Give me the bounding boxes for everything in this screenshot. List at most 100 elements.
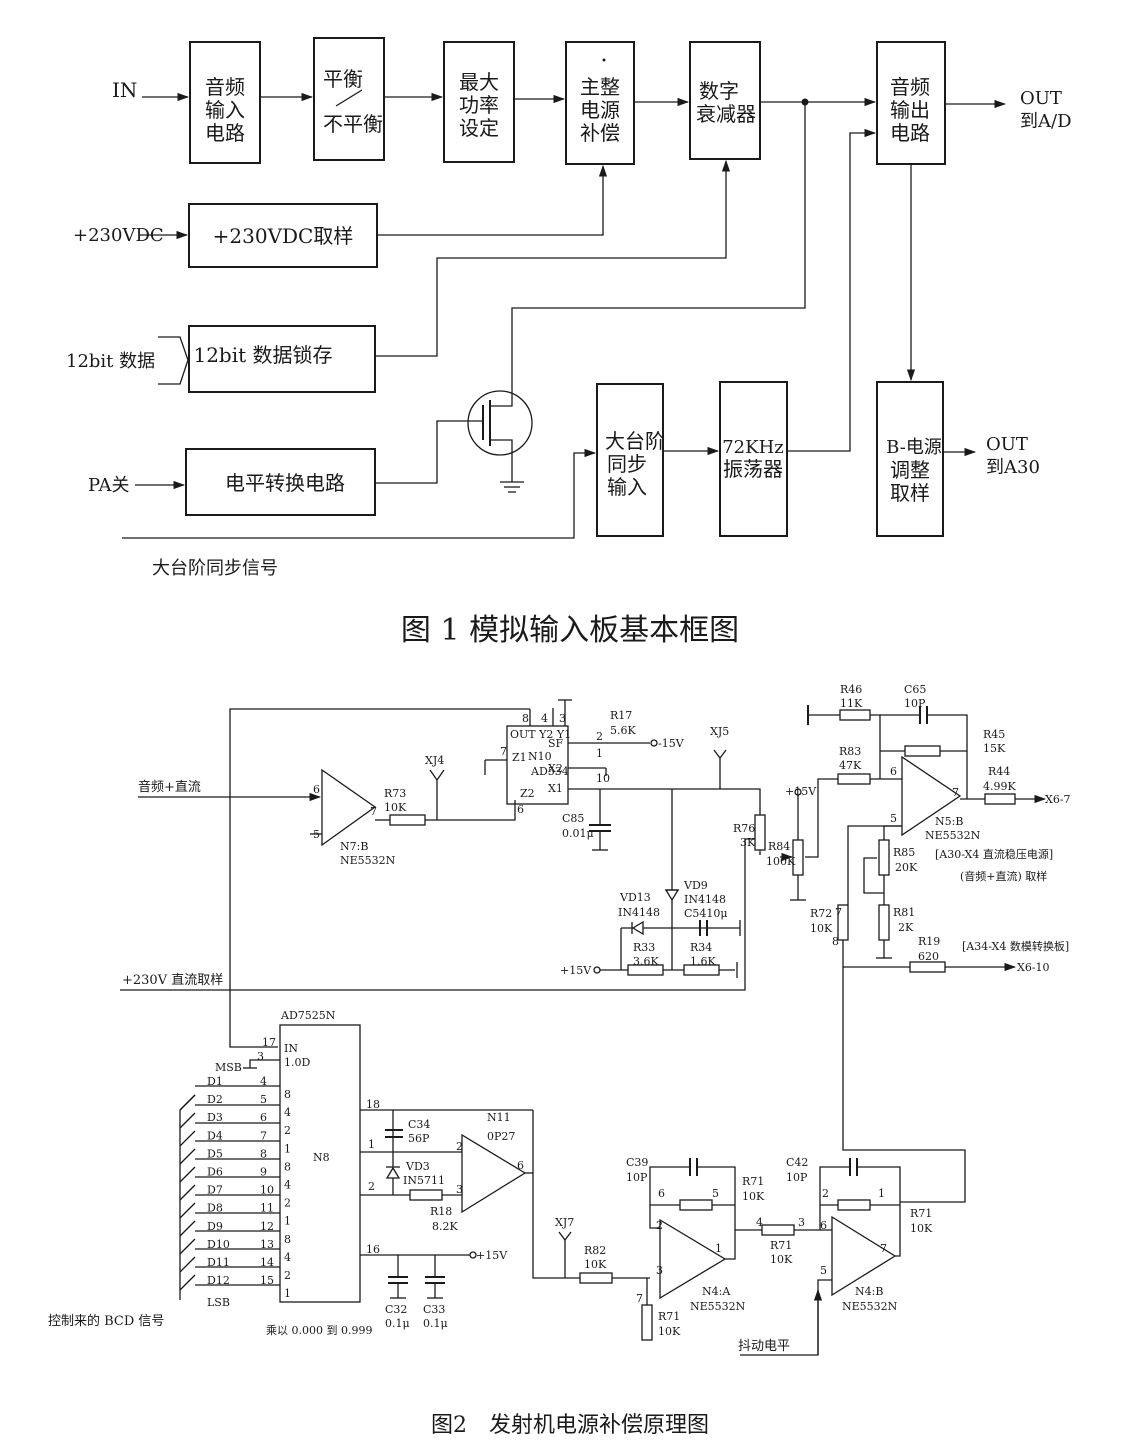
pin-number: 7 xyxy=(500,745,507,758)
resistor-r76 xyxy=(754,814,766,851)
r84-val: 100K xyxy=(766,855,796,868)
audio-in-line2: 输入 xyxy=(205,98,245,122)
pin-number: 4 xyxy=(756,1216,763,1229)
pin-number: 1 xyxy=(715,1242,722,1255)
bcd-line-label: D6 xyxy=(207,1166,223,1179)
n4b-ref: N4:B xyxy=(855,1285,883,1298)
block-digital-attenuator xyxy=(689,41,761,160)
b-psu-line3: 取样 xyxy=(890,481,930,505)
resistor-r44 xyxy=(984,793,1016,805)
resistor-r45 xyxy=(904,745,941,757)
bcd-label: 控制来的 BCD 信号 xyxy=(48,1313,164,1329)
r19-val: 620 xyxy=(918,950,939,963)
r17-val: 5.6K xyxy=(610,724,636,737)
c32-val: 0.1μ xyxy=(385,1317,410,1330)
r19-ref: R19 xyxy=(918,935,940,948)
pin-number: 1 xyxy=(878,1187,885,1200)
r71c-val: 10K xyxy=(770,1253,793,1266)
dac-pin-10d: 1.0D xyxy=(284,1056,310,1069)
bcd-pin-number: 12 xyxy=(260,1220,274,1233)
c34-ref: C34 xyxy=(408,1118,430,1131)
mult-z1: Z1 xyxy=(512,751,527,764)
note-a30: [A30-X4 直流稳压电源] xyxy=(935,847,1053,861)
dither-level: 抖动电平 xyxy=(738,1339,790,1354)
bcd-bit-weight: 2 xyxy=(284,1197,291,1210)
resistor-r71-ground xyxy=(641,1304,653,1341)
dac-chip-ad7525n xyxy=(279,1024,361,1303)
potentiometer-r85 xyxy=(878,839,890,876)
bcd-pin-number: 11 xyxy=(260,1202,274,1215)
r85-ref: R85 xyxy=(893,846,915,859)
resistor-r82 xyxy=(579,1272,613,1284)
r83-val: 47K xyxy=(839,759,862,772)
c34-val: 56P xyxy=(408,1132,430,1145)
resistor-r34 xyxy=(683,964,720,976)
block-72khz-oscillator xyxy=(719,381,788,537)
bcd-bit-weight: 4 xyxy=(284,1106,291,1119)
pin-number: 5 xyxy=(820,1264,827,1277)
n5-ref: N5:B xyxy=(935,815,963,828)
bcd-pin-number: 14 xyxy=(260,1256,274,1269)
level-shift-label: 电平转换电路 xyxy=(225,471,345,495)
r33-val: 3.6K xyxy=(633,955,659,968)
r73-val: 10K xyxy=(384,801,407,814)
r44-ref: R44 xyxy=(988,765,1010,778)
pin-number: 3 xyxy=(656,1264,663,1277)
c54-label: C5410μ xyxy=(684,907,728,920)
c39-val: 10P xyxy=(626,1171,648,1184)
n4a-ref: N4:A xyxy=(702,1285,731,1298)
bcd-pin-number: 10 xyxy=(260,1184,274,1197)
n7-type: NE5532N xyxy=(340,854,396,867)
audio-in-line1: 音频 xyxy=(205,75,245,99)
block-psu-compensation xyxy=(565,41,635,165)
vd13-ref: VD13 xyxy=(619,891,651,904)
audio-out-line3: 电路 xyxy=(890,121,930,145)
r72-ref: R72 xyxy=(810,907,832,920)
r71d-val: 10K xyxy=(910,1222,933,1235)
psu-comp-line2: 电源 xyxy=(580,98,620,122)
n11-type: 0P27 xyxy=(487,1130,515,1143)
bcd-pin-number: 13 xyxy=(260,1238,274,1251)
pin-number: 17 xyxy=(262,1036,276,1049)
audio-out-line2: 输出 xyxy=(890,98,930,122)
vd3-val: IN5711 xyxy=(403,1174,445,1187)
pos-15v-a: +15V xyxy=(785,785,817,798)
digital-att-line1: 数字 xyxy=(699,79,739,103)
bcd-bit-weight: 2 xyxy=(284,1269,291,1282)
pin-number: 7 xyxy=(952,786,959,799)
r18-ref: R18 xyxy=(430,1205,452,1218)
psu-comp-line1: 主整 xyxy=(580,75,620,99)
resistor-r18 xyxy=(409,1189,443,1201)
pin-number: 2 xyxy=(822,1187,829,1200)
input-230vdc: +230VDC xyxy=(73,225,164,246)
pin-number: 8 xyxy=(522,712,529,725)
bcd-line-label: D9 xyxy=(207,1220,223,1233)
opamp-n11 xyxy=(461,1133,527,1214)
figure2-caption: 图2 发射机电源补偿原理图 xyxy=(431,1413,709,1438)
c65-ref: C65 xyxy=(904,683,926,696)
r85-val: 20K xyxy=(895,861,918,874)
mult-x2: X2 xyxy=(548,762,563,775)
sync-in-line2: 同步 xyxy=(607,452,647,476)
c42-val: 10P xyxy=(786,1171,808,1184)
opamp-n7b xyxy=(321,768,377,847)
out-ad-line2: 到A/D xyxy=(1020,111,1072,132)
bcd-bit-weight: 4 xyxy=(284,1251,291,1264)
r45-ref: R45 xyxy=(983,728,1005,741)
bcd-bit-weight: 1 xyxy=(284,1287,291,1300)
vd3-ref: VD3 xyxy=(405,1160,430,1173)
block-level-shift xyxy=(185,448,376,516)
pos-15v-c: +15V xyxy=(476,1249,508,1262)
r72-val: 10K xyxy=(810,922,833,935)
input-pa-off: PA关 xyxy=(88,475,129,496)
r45-val: 15K xyxy=(983,742,1006,755)
unbalance-label: 不平衡 xyxy=(323,112,383,136)
input-sync-signal: 大台阶同步信号 xyxy=(152,558,278,579)
vd9-ref: VD9 xyxy=(683,879,708,892)
b-psu-line1: B-电源 xyxy=(886,437,942,458)
pin-number: 3 xyxy=(456,1183,463,1196)
mult-z2: Z2 xyxy=(520,787,535,800)
audio-in-line3: 电路 xyxy=(205,121,245,145)
